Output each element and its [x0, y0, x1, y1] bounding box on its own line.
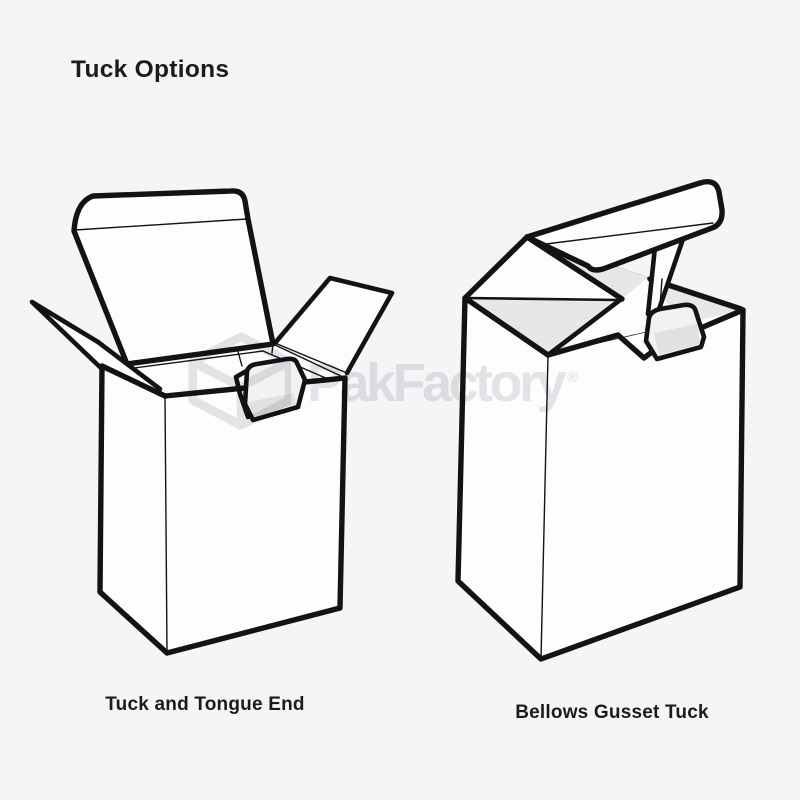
tuck-and-tongue-end-illustration: [29, 188, 395, 656]
label-tuck-and-tongue-end: Tuck and Tongue End: [105, 694, 305, 715]
bellows-gusset-tuck-illustration: [455, 178, 746, 662]
page-title: Tuck Options: [71, 56, 230, 83]
label-bellows-gusset-tuck: Bellows Gusset Tuck: [515, 702, 709, 723]
